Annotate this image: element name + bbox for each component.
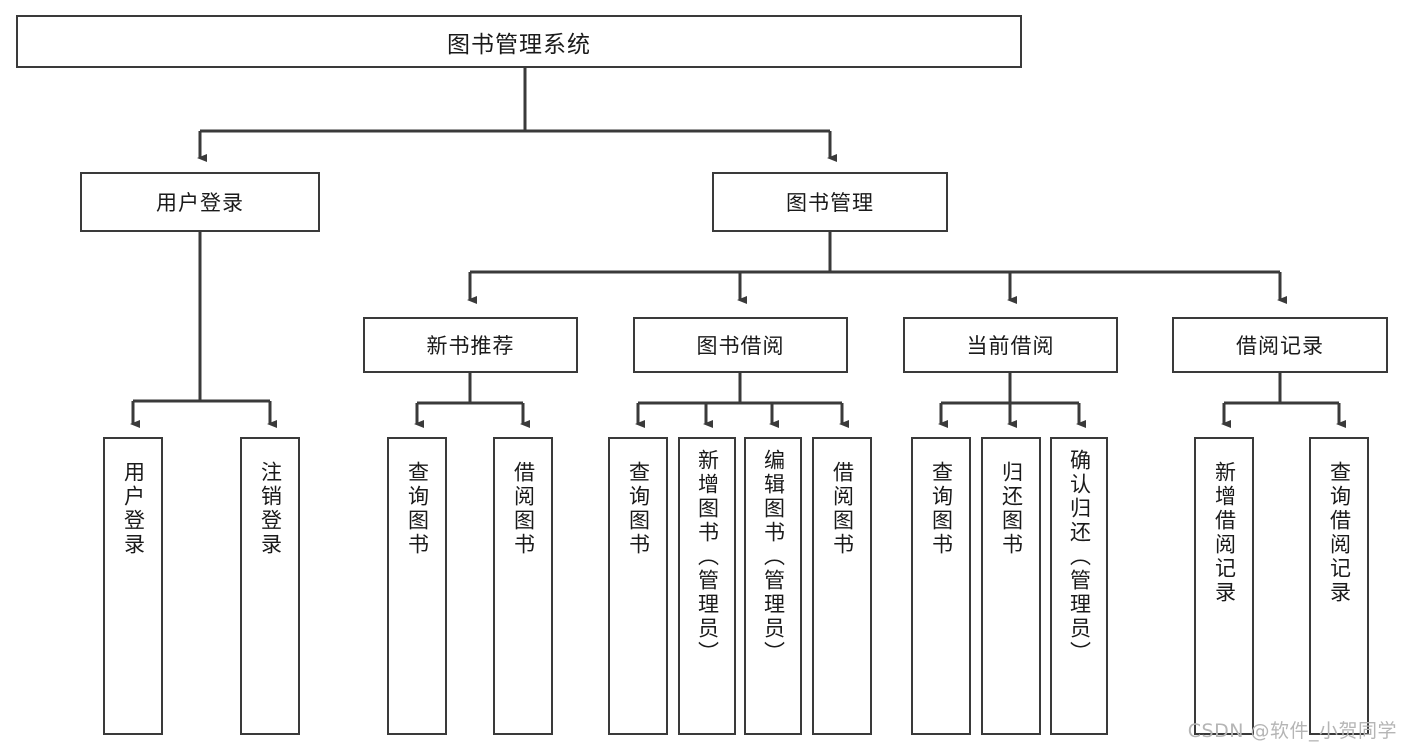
leaf-return-book[interactable]: 归还图书	[981, 437, 1041, 735]
node-label: 当前借阅	[966, 334, 1055, 358]
node-user-login[interactable]: 用户登录	[80, 172, 320, 232]
node-label: 编辑图书（管理员）	[761, 449, 786, 665]
leaf-edit-book[interactable]: 编辑图书（管理员）	[744, 437, 802, 735]
csdn-watermark: CSDN @软件_小贺同学	[1187, 720, 1397, 742]
leaf-query-record[interactable]: 查询借阅记录	[1309, 437, 1369, 735]
leaf-logout[interactable]: 注销登录	[240, 437, 300, 735]
leaf-confirm-return[interactable]: 确认归还（管理员）	[1050, 437, 1108, 735]
node-book-borrow[interactable]: 图书借阅	[633, 317, 848, 373]
node-label: 确认归还（管理员）	[1067, 449, 1092, 665]
node-borrow-record[interactable]: 借阅记录	[1172, 317, 1388, 373]
leaf-query-book-1[interactable]: 查询图书	[387, 437, 447, 735]
leaf-user-login[interactable]: 用户登录	[103, 437, 163, 735]
leaf-borrow-book-1[interactable]: 借阅图书	[493, 437, 553, 735]
leaf-borrow-book-2[interactable]: 借阅图书	[812, 437, 872, 735]
node-label: 新增图书（管理员）	[695, 449, 720, 665]
node-label: 用户登录	[156, 191, 244, 215]
node-label: 归还图书	[999, 461, 1024, 557]
leaf-add-book[interactable]: 新增图书（管理员）	[678, 437, 736, 735]
node-book-management-system[interactable]: 图书管理系统	[16, 15, 1022, 68]
node-label: 借阅图书	[830, 461, 855, 557]
node-label: 查询借阅记录	[1327, 461, 1352, 605]
node-label: 用户登录	[121, 461, 146, 557]
node-label: 图书管理	[786, 191, 874, 215]
leaf-add-record[interactable]: 新增借阅记录	[1194, 437, 1254, 735]
node-label: 查询图书	[929, 461, 954, 557]
node-new-book-recommend[interactable]: 新书推荐	[363, 317, 578, 373]
node-label: 借阅图书	[511, 461, 536, 557]
leaf-query-book-3[interactable]: 查询图书	[911, 437, 971, 735]
leaf-query-book-2[interactable]: 查询图书	[608, 437, 668, 735]
node-current-borrow[interactable]: 当前借阅	[903, 317, 1118, 373]
node-label: 查询图书	[626, 461, 651, 557]
node-label: 图书管理系统	[447, 31, 591, 58]
node-label: 新书推荐	[426, 334, 515, 358]
node-label: 查询图书	[405, 461, 430, 557]
node-book-management[interactable]: 图书管理	[712, 172, 948, 232]
node-label: 新增借阅记录	[1212, 461, 1237, 605]
node-label: 图书借阅	[696, 334, 785, 358]
node-label: 借阅记录	[1236, 334, 1324, 358]
node-label: 注销登录	[258, 461, 283, 557]
